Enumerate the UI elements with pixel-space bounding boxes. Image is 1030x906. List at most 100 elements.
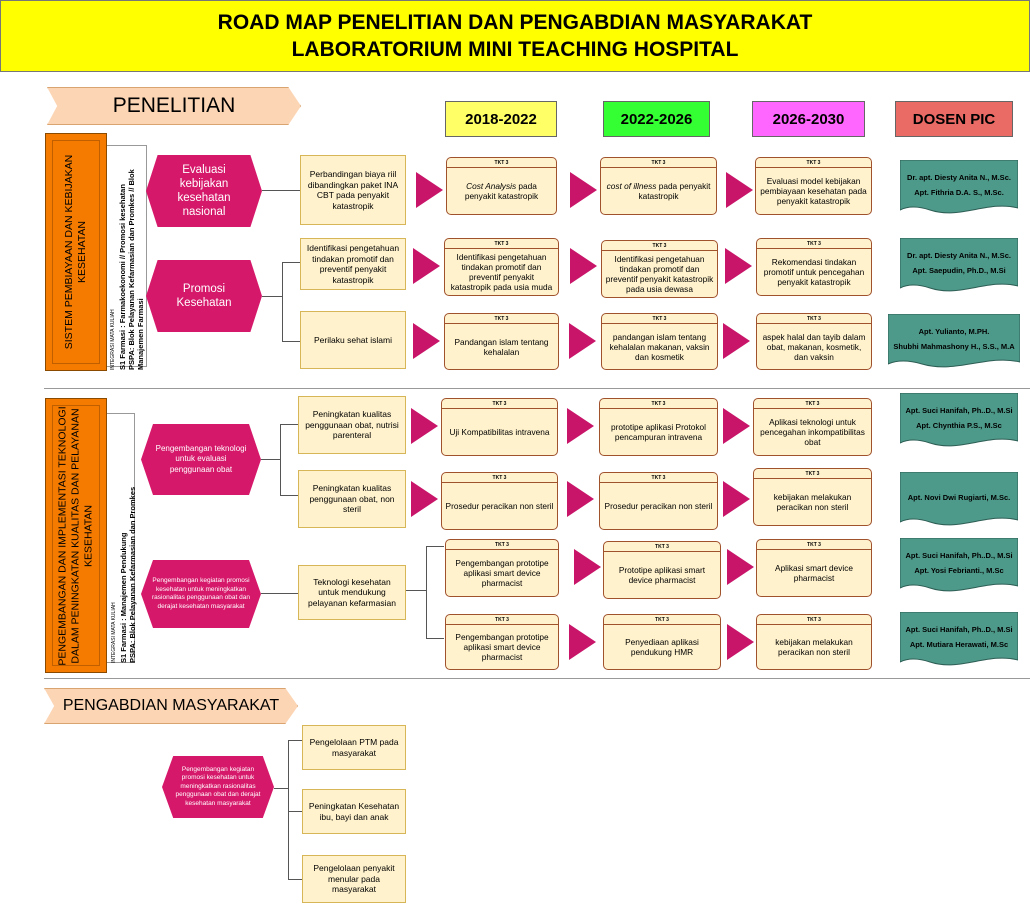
integrasi-line: S1 Farmasi : Manajemen Pendukung [119,532,128,663]
arrow-right [727,549,754,585]
tkt-text: kebijakan melakukan peracikan non steril [773,492,852,512]
tkt-level: TKT 3 [447,158,556,168]
arrow-right [723,323,750,359]
tkt-box: TKT 3 Prosedur peracikan non steril [441,472,558,530]
tkt-box: TKT 3 Penyediaan aplikasi pendukung HMR [603,614,721,670]
tkt-text: Pandangan islam tentang kehalalan [454,336,549,357]
connector [426,546,444,547]
theme-title-pembiayaan: SISTEM PEMBIAYAAN DAN KEBIJAKAN KESEHATA… [63,154,88,350]
arrow-right [411,481,438,517]
tkt-level: TKT 3 [442,473,557,483]
arrow-right [574,549,601,585]
connector [262,296,282,297]
theme-title-teknologi: PENGEMBANGAN DAN IMPLEMENTASI TEKNOLOGI … [56,405,95,666]
tkt-box: TKT 3 Pandangan islam tentang kehalalan [444,313,559,370]
integrasi-head-2: INTEGRASI MATA KULIAH [111,602,117,663]
topic-box: Teknologi kesehatan untuk mendukung pela… [298,565,406,620]
subtheme-pengembangan-teknologi: Pengembangan teknologi untuk evaluasi pe… [141,424,261,495]
pengabdian-item: Peningkatan Kesehatan ibu, bayi dan anak [302,789,406,834]
integrasi-line: PSPA: Blok Pelayanan Kefarmasian dan Pro… [128,486,137,663]
pic-banner: Apt. Novi Dwi Rugiarti, M.Sc. [900,472,1018,528]
connector [426,546,427,639]
pengabdian-item: Pengelolaan penyakit menular pada masyar… [302,855,406,903]
connector [288,811,302,812]
pic-name: Apt. Yosi Febrianti., M.Sc [914,566,1004,575]
tkt-text: Aplikasi smart device pharmacist [775,563,853,583]
section-separator [44,388,1030,389]
pic-banner: Dr. apt. Diesty Anita N., M.Sc.Apt. Fith… [900,160,1018,216]
tkt-text: Pengembangan prototipe aplikasi smart de… [455,632,549,662]
integrasi-line: Manajemen Farmasi [136,298,145,370]
tkt-level: TKT 3 [445,314,558,324]
tkt-level: TKT 3 [757,615,871,625]
tkt-level: TKT 3 [757,314,871,324]
pic-name: Apt. Chynthia P.S., M.Sc [916,421,1002,430]
arrow-right [567,481,594,517]
arrow-right [725,248,752,284]
integrasi-line: S1 Farmasi : Farmakoekonomi // Promosi k… [118,184,127,370]
pic-name: Apt. Suci Hanifah, Ph..D., M.Si [905,625,1013,634]
tkt-box: TKT 3 Prototipe aplikasi smart device pha… [603,541,721,599]
tkt-box: TKT 3 Identifikasi pengetahuan tindakan p… [601,240,718,298]
connector [261,593,298,594]
connector [282,262,283,342]
tkt-level: TKT 3 [600,399,717,409]
pic-name: Apt. Suci Hanifah, Ph..D., M.Si [905,551,1013,560]
arrow-right [567,408,594,444]
tkt-text: kebijakan melakukan peracikan non steril [775,637,853,657]
tkt-level: TKT 3 [445,239,558,249]
integrasi-text-2: INTEGRASI MATA KULIAH S1 Farmasi : Manaj… [110,486,137,663]
tkt-level: TKT 3 [756,158,871,168]
arrow-right [570,172,597,208]
connector [426,638,444,639]
arrow-right [411,408,438,444]
tkt-text: Prototipe aplikasi smart device pharmaci… [618,565,706,585]
title-line-1: ROAD MAP PENELITIAN DAN PENGABDIAN MASYA… [217,11,813,34]
integrasi-bracket-2 [107,413,135,663]
topic-box: Peningkatan kualitas penggunaan obat, no… [298,470,406,528]
tkt-text: Identifikasi pengetahuan tindakan promot… [605,254,714,294]
tkt-box: TKT 3 aspek halal dan tayib dalam obat, m… [756,313,872,370]
connector [282,262,300,263]
section-separator [44,678,1030,679]
subtheme-promosi-kesehatan: Promosi Kesehatan [146,260,262,332]
tkt-level: TKT 3 [602,314,717,324]
arrow-right [569,624,596,660]
tkt-level: TKT 3 [601,158,716,168]
tkt-text: Prosedur peracikan non steril [445,501,554,511]
integrasi-bracket-1 [107,145,147,367]
arrow-right [570,248,597,284]
tkt-text: aspek halal dan tayib dalam obat, makana… [762,331,866,362]
pic-name: Apt. Mutiara Herawati, M.Sc [909,640,1009,649]
connector [406,590,426,591]
pengabdian-item: Pengelolaan PTM pada masyarakat [302,725,406,770]
pengabdian-hexagon: Pengembangan kegiatan promosi kesehatan … [162,756,274,818]
tkt-text: pandangan islam tentang kehalalan makana… [609,331,710,362]
column-header-2022-2026: 2022-2026 [603,101,710,137]
connector [288,879,302,880]
connector [280,424,298,425]
tkt-level: TKT 3 [602,241,717,251]
arrow-right [726,172,753,208]
column-header-2018-2022: 2018-2022 [445,101,557,137]
column-header-2026-2030: 2026-2030 [752,101,865,137]
tkt-level: TKT 3 [604,542,720,552]
arrow-right [413,323,440,359]
arrow-right [416,172,443,208]
arrow-right [723,481,750,517]
pic-name: Dr. apt. Diesty Anita N., M.Sc. [907,251,1011,260]
tkt-level: TKT 3 [604,615,720,625]
tkt-text: Penyediaan aplikasi pendukung HMR [625,637,699,657]
integrasi-line: PSPA: Blok Pelayanan Kefarmasian dan Pro… [127,169,136,370]
pic-banner: Apt. Yulianto, M.PH.Shubhi Mahmashony H.… [888,314,1020,370]
tkt-box: TKT 3 pandangan islam tentang kehalalan m… [601,313,718,370]
